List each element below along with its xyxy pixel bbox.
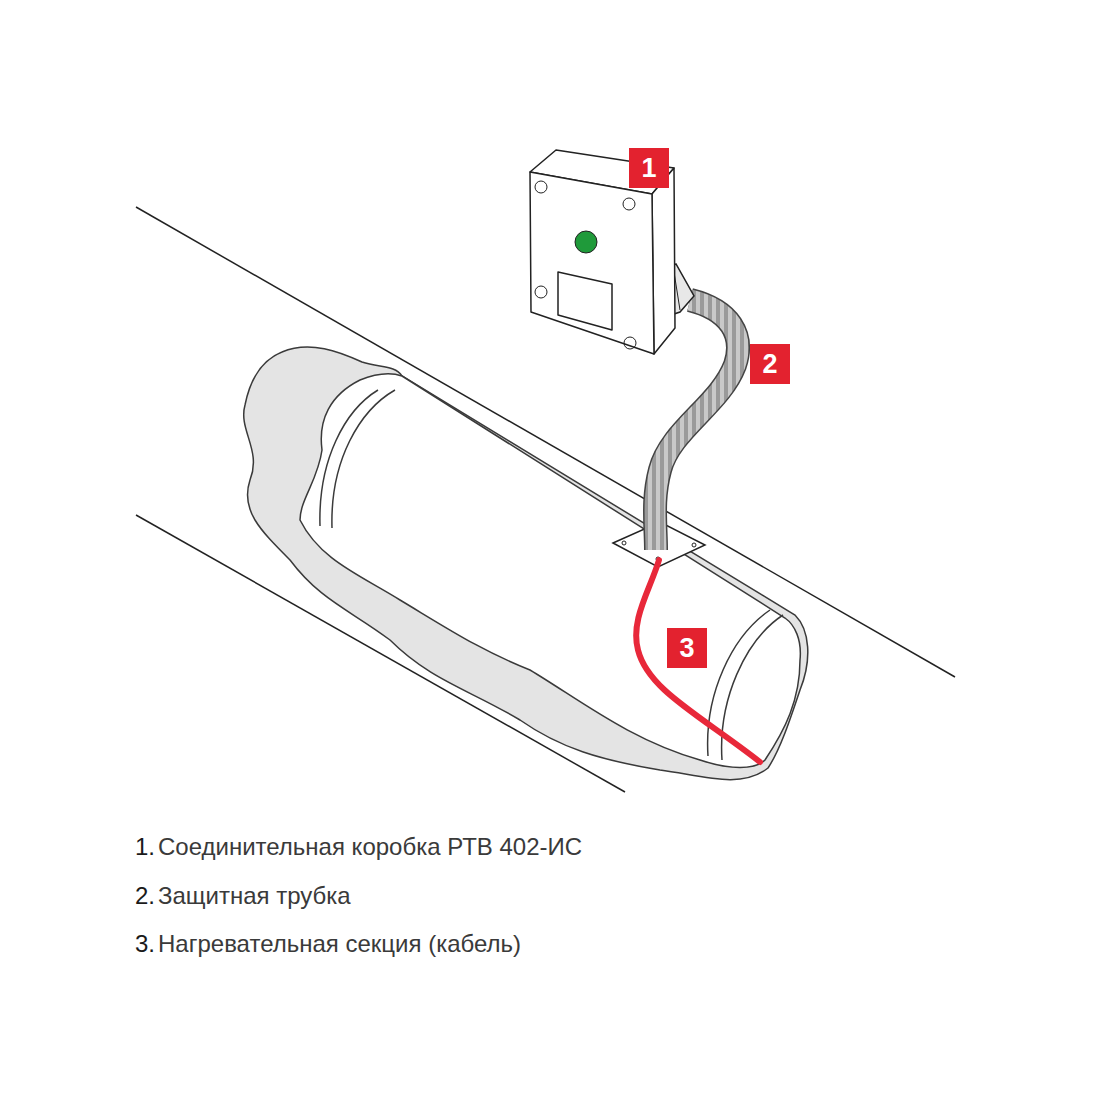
insulation	[244, 347, 808, 780]
indicator-lamp	[575, 231, 597, 253]
list-item: Нагревательная секция (кабель)	[158, 930, 521, 958]
screw	[622, 541, 626, 545]
list-number: 1.	[135, 833, 155, 861]
list-number: 3.	[135, 930, 155, 958]
nameplate	[558, 272, 612, 330]
pipe-strap	[320, 390, 395, 528]
pipe-body	[300, 374, 800, 768]
screw	[692, 543, 696, 547]
box-side	[652, 168, 675, 354]
heating-cable	[636, 560, 760, 762]
box-screw	[535, 286, 547, 298]
list-item: Защитная трубка	[158, 882, 351, 910]
box-screw	[535, 181, 547, 193]
box-front	[530, 172, 654, 354]
callout-number: 2	[750, 344, 790, 384]
callout-number: 3	[667, 628, 707, 668]
pipe-strap	[708, 610, 783, 760]
box-screw	[623, 198, 635, 210]
list-number: 2.	[135, 882, 155, 910]
box-screw	[624, 337, 636, 349]
callout-number: 1	[629, 148, 669, 188]
list-item: Соединительная коробка РТВ 402-ИС	[158, 833, 582, 861]
